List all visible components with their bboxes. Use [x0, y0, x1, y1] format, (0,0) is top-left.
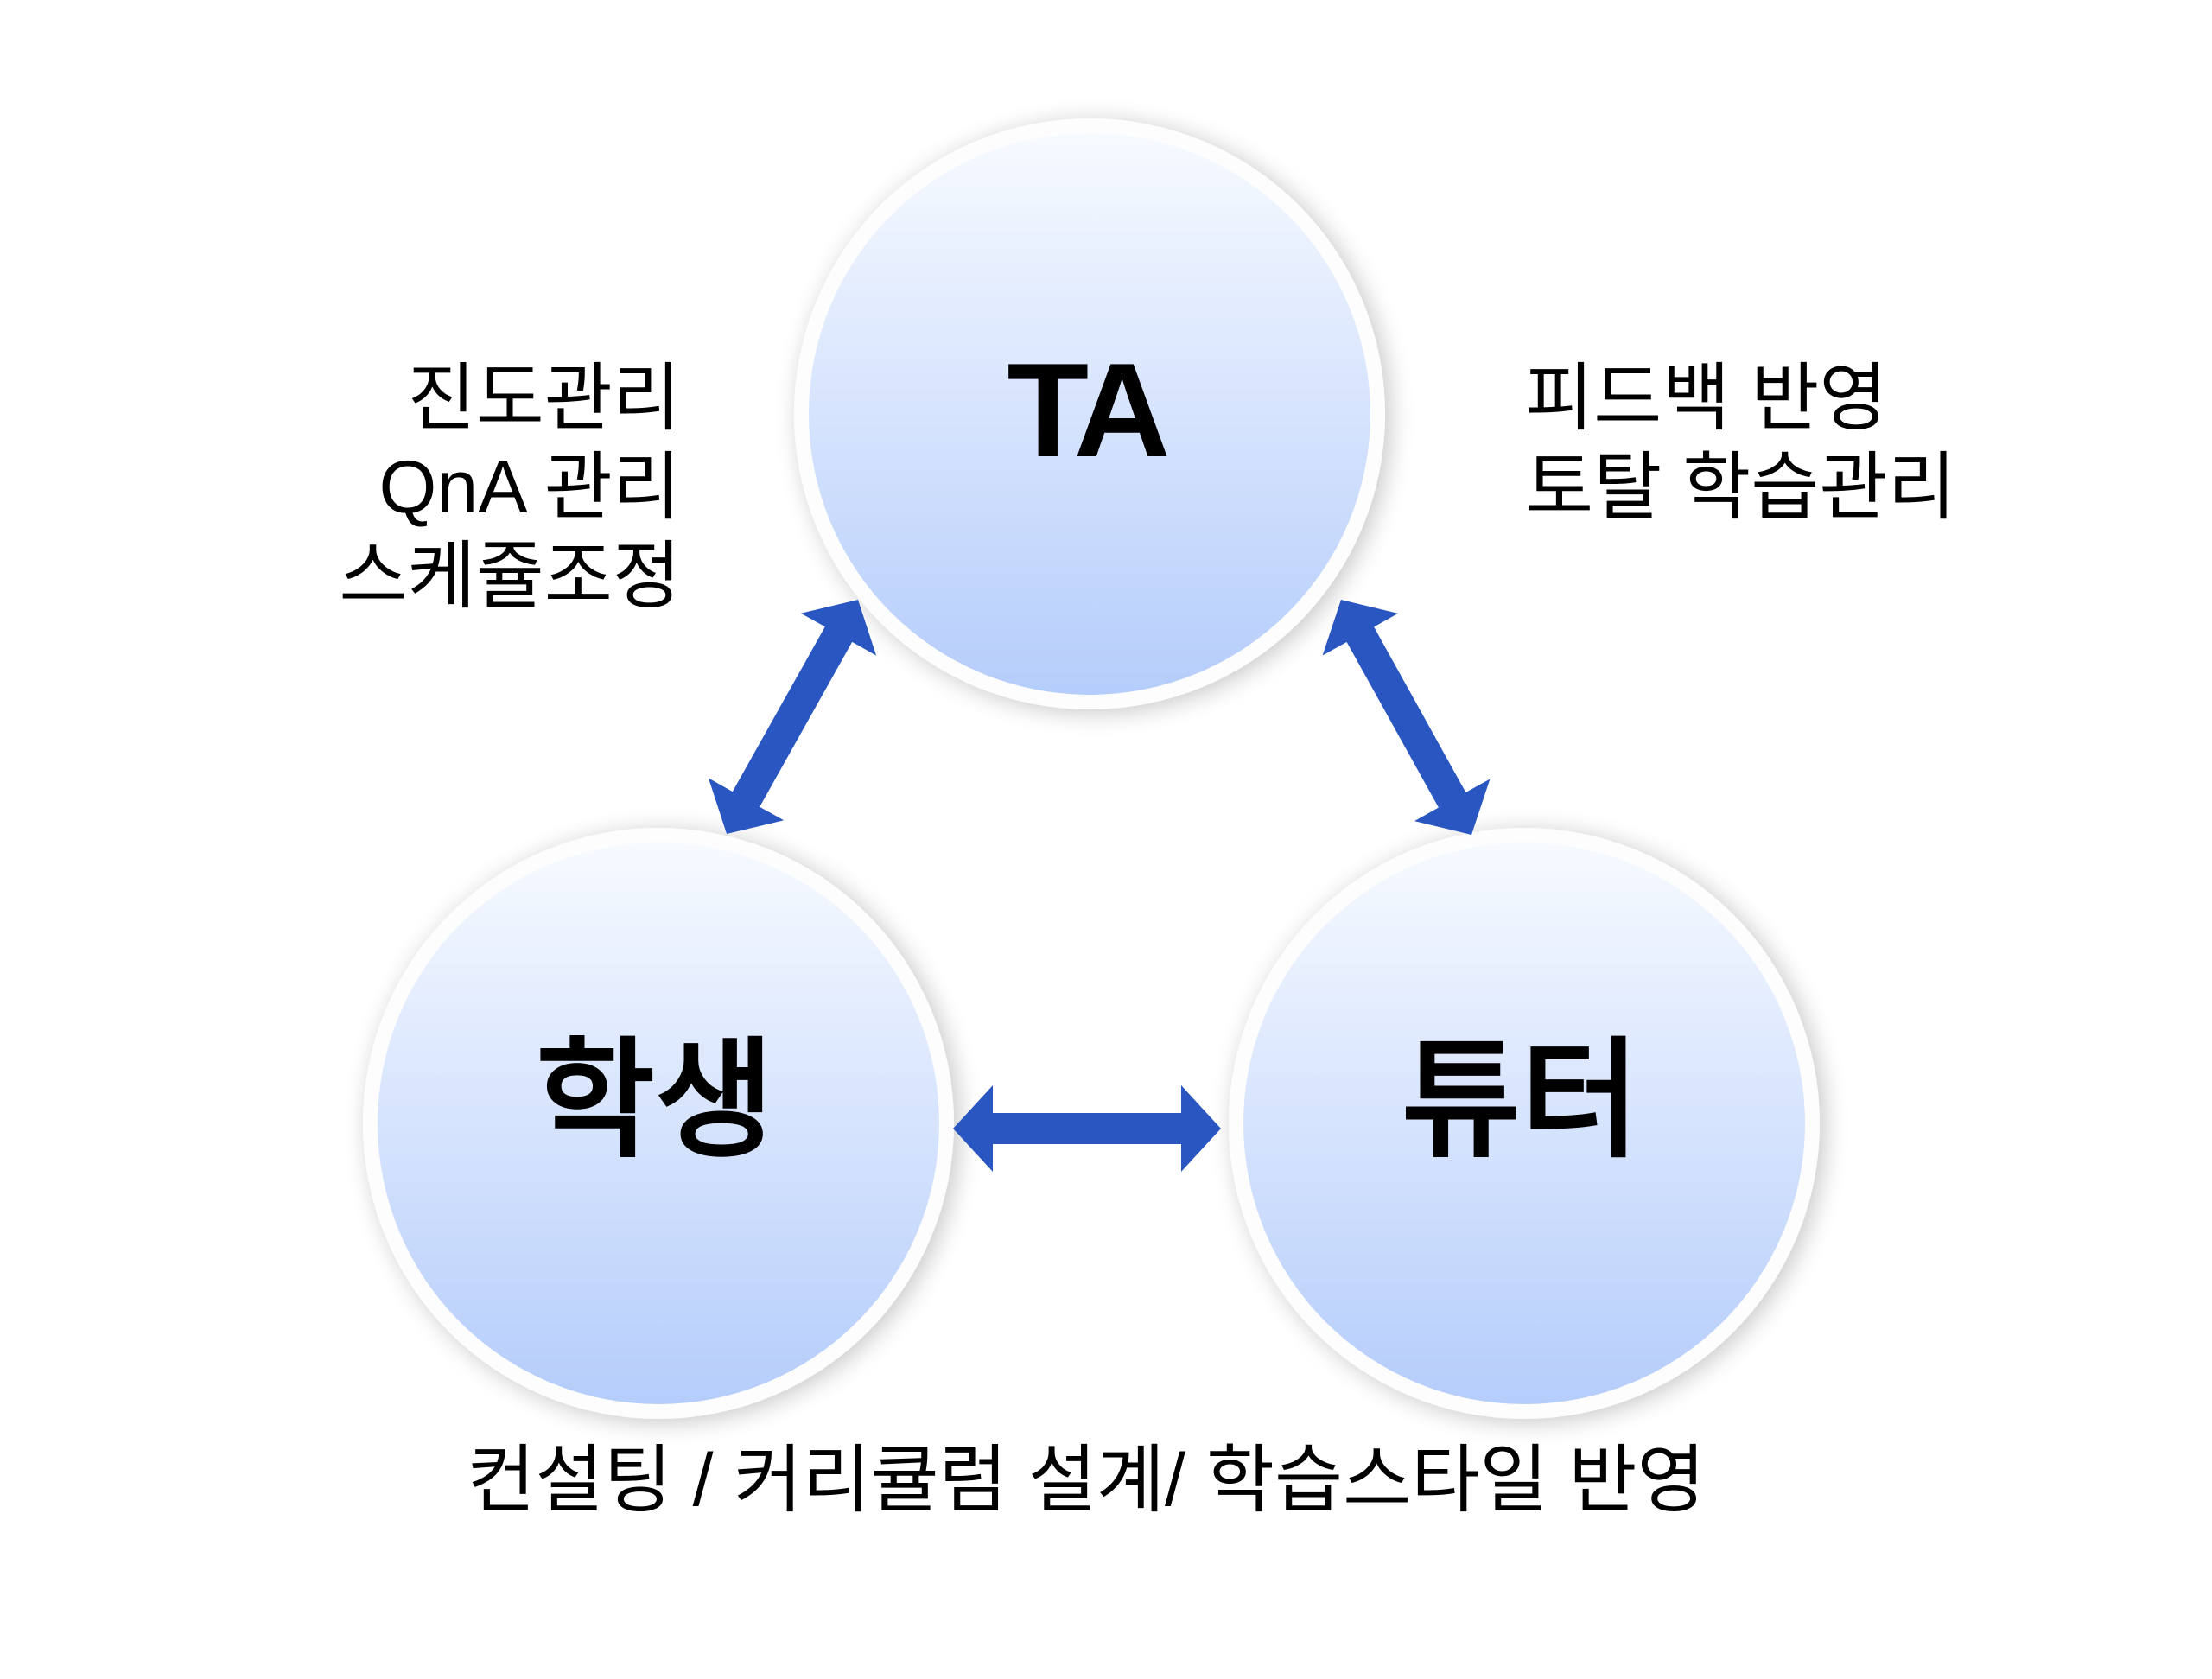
- note-ta-student: 진도관리 QnA 관리 스케쥴조정: [339, 354, 681, 621]
- note-ta-tutor-line-1: 피드백 반영: [1525, 357, 1888, 440]
- note-student-tutor-line: 컨설팅 / 커리큘럼 설계/ 학습스타일 반영: [467, 1439, 1706, 1522]
- note-student-tutor: 컨설팅 / 커리큘럼 설계/ 학습스타일 반영: [0, 1436, 2172, 1525]
- note-ta-student-line-2: QnA 관리: [378, 446, 681, 529]
- node-tutor-label: 튜터: [1402, 1027, 1640, 1173]
- double-arrow-ta-student: [708, 600, 877, 834]
- node-ta: TA: [794, 118, 1385, 709]
- note-ta-student-line-3: 스케쥴조정: [339, 535, 681, 618]
- node-tutor-fill: [1243, 843, 1805, 1404]
- node-ta-label: TA: [1007, 335, 1166, 485]
- node-ta-fill: [809, 133, 1370, 695]
- double-arrow-student-tutor: [953, 1085, 1221, 1172]
- note-ta-tutor-line-2: 토탈 학습관리: [1525, 446, 1956, 529]
- note-ta-student-line-1: 진도관리: [407, 357, 681, 440]
- node-tutor: 튜터: [1229, 828, 1820, 1419]
- node-student-label: 학생: [536, 1027, 774, 1173]
- node-student: 학생: [363, 828, 954, 1419]
- double-arrow-ta-tutor: [1322, 600, 1491, 835]
- note-ta-tutor: 피드백 반영 토탈 학습관리: [1525, 354, 1956, 532]
- node-student-fill: [378, 843, 939, 1404]
